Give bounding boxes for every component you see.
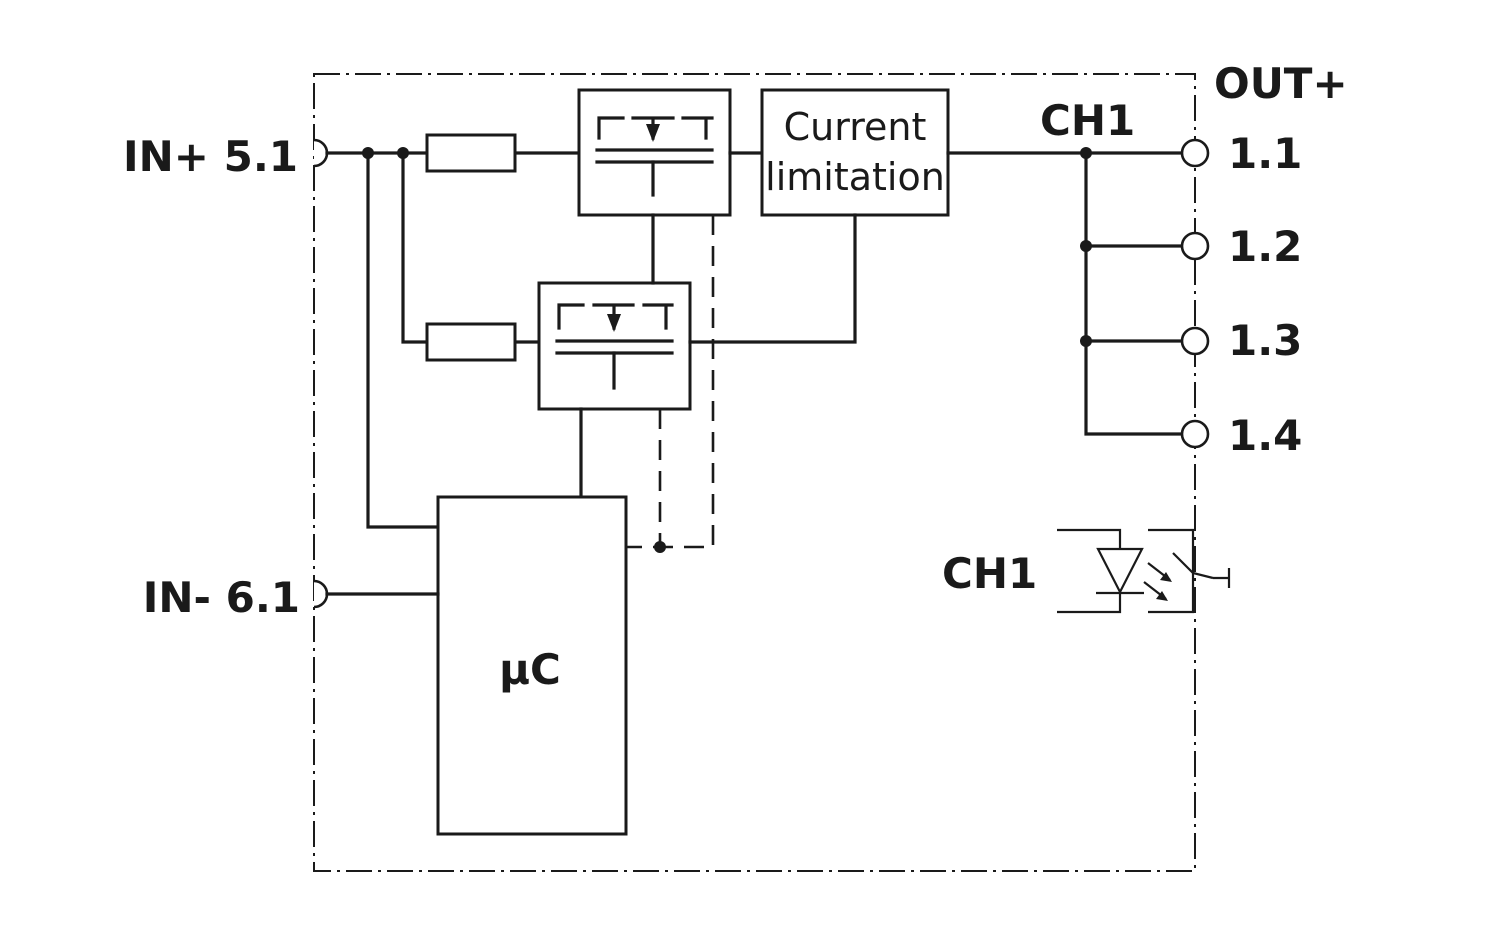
mosfet-block-2 xyxy=(537,281,692,411)
microcontroller-label: µC xyxy=(499,645,561,694)
output-terminal-label-2: 1.2 xyxy=(1228,222,1302,271)
current-limitation-label-2: limitation xyxy=(765,155,945,199)
microcontroller-block xyxy=(436,495,628,836)
mosfet-2-icon xyxy=(555,303,674,390)
output-terminal-label-3: 1.3 xyxy=(1228,316,1302,365)
module-boundary xyxy=(313,73,1196,872)
input-label-in-plus: IN+ 5.1 xyxy=(123,132,298,181)
output-terminal-label-1: 1.1 xyxy=(1228,129,1302,178)
input-terminal-in-plus xyxy=(313,138,329,168)
output-terminal-1-1 xyxy=(1180,138,1210,168)
wire-output-bus xyxy=(1084,151,1184,436)
output-terminal-1-3 xyxy=(1180,326,1210,356)
wire-branch-lower xyxy=(401,151,541,344)
current-limitation-label-1: Current xyxy=(784,105,927,149)
wire-supply-to-uc xyxy=(366,151,440,529)
fuse-2 xyxy=(425,322,517,362)
mosfet-1-icon xyxy=(595,116,714,197)
wire-mosfet2-to-limiter xyxy=(688,213,857,344)
input-terminal-in-minus xyxy=(313,579,329,609)
output-channel-label: CH1 xyxy=(1040,96,1135,145)
led-optocoupler-icon xyxy=(1057,528,1231,614)
output-terminal-1-4 xyxy=(1180,419,1210,449)
output-terminal-1-2 xyxy=(1180,231,1210,261)
input-label-in-minus: IN- 6.1 xyxy=(143,573,300,622)
output-terminal-label-4: 1.4 xyxy=(1228,411,1302,460)
fuse-1 xyxy=(425,133,517,173)
indicator-label: CH1 xyxy=(942,549,1037,598)
output-group-label: OUT+ xyxy=(1214,59,1348,108)
